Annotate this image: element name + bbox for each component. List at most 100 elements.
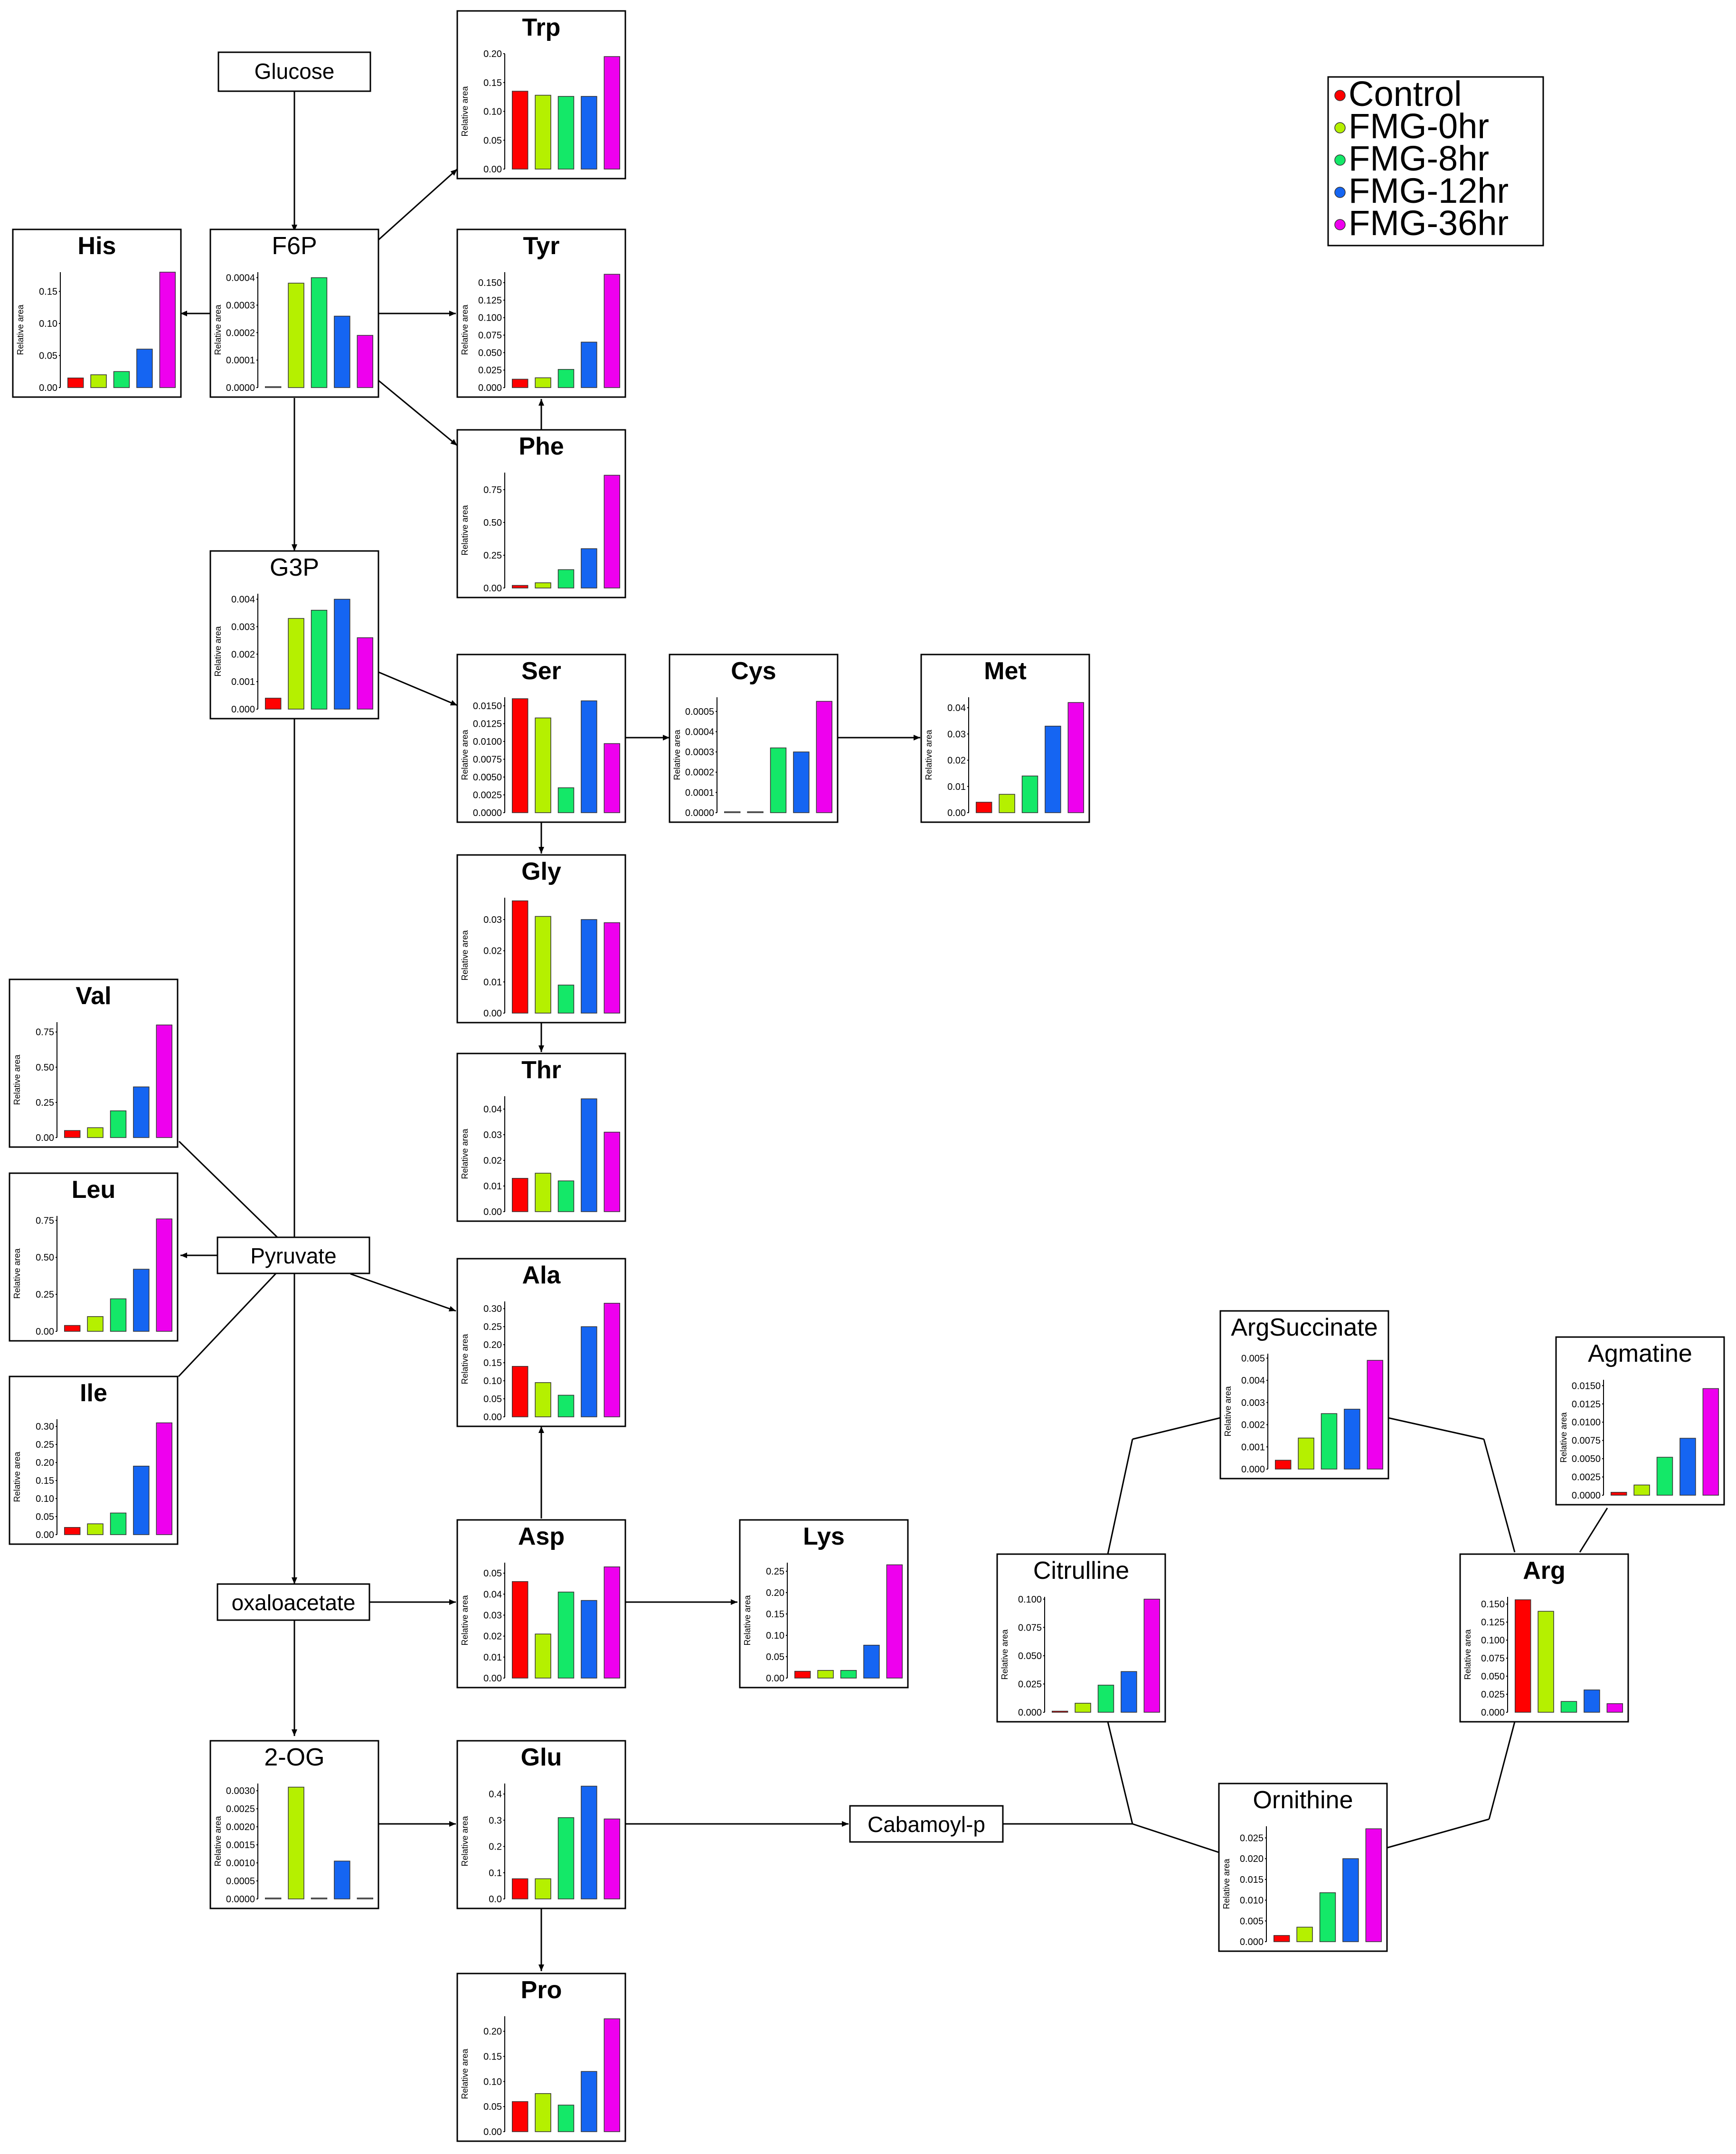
bar-fmg-0hr	[1538, 1611, 1554, 1713]
y-tick-label: 0.0075	[473, 755, 502, 765]
bar-control	[64, 1527, 81, 1535]
y-tick-label: 0.0125	[1572, 1399, 1601, 1410]
y-tick-label: 0.000	[1241, 1464, 1265, 1475]
bar-fmg-12hr	[334, 315, 350, 388]
legend-marker	[1334, 90, 1346, 101]
y-tick-label: 0.20	[36, 1458, 54, 1468]
bar-fmg-12hr	[581, 342, 597, 388]
bar-fmg-8hr	[311, 609, 328, 710]
y-tick-label: 0.0025	[226, 1804, 255, 1814]
y-axis-label: Relative area	[460, 1815, 470, 1866]
bar-fmg-0hr	[535, 1878, 551, 1899]
bar-fmg-8hr	[557, 1180, 575, 1212]
y-tick-label: 0.05	[766, 1652, 784, 1662]
panel-frame	[9, 1376, 179, 1545]
legend-box	[1327, 76, 1544, 247]
y-tick-label: 0.2	[489, 1842, 502, 1852]
bar-fmg-12hr	[581, 548, 597, 588]
bar-fmg-12hr	[581, 1600, 597, 1679]
bar-fmg-0hr	[535, 717, 551, 813]
bar-fmg-12hr	[1342, 1858, 1359, 1942]
panel-frame	[456, 1973, 626, 2142]
panel-title: Agmatine	[1588, 1340, 1692, 1367]
y-tick-label: 0.0025	[473, 790, 502, 801]
y-tick-label: 0.0001	[226, 355, 255, 366]
bar-fmg-8hr	[770, 747, 787, 813]
y-tick-label: 0.100	[1481, 1635, 1505, 1646]
bar-fmg-8hr	[557, 96, 575, 170]
bar-control	[724, 811, 741, 813]
bar-fmg-0hr	[288, 618, 304, 710]
bar-control	[64, 1325, 81, 1332]
panel-title: F6P	[272, 232, 317, 260]
y-tick-label: 0.50	[483, 518, 502, 528]
bar-control	[511, 1366, 528, 1417]
bar-fmg-12hr	[133, 1086, 150, 1138]
node-glucose: Glucose	[217, 51, 371, 92]
panel-title: Gly	[521, 858, 561, 885]
legend-label: FMG-8hr	[1349, 139, 1489, 178]
node-oxaloacetate: oxaloacetate	[217, 1583, 370, 1621]
panel-title: Glu	[521, 1744, 562, 1771]
bar-fmg-36hr	[1067, 702, 1085, 813]
bar-control	[511, 900, 528, 1014]
y-tick-label: 0.00	[483, 2127, 502, 2137]
y-tick-label: 0.0050	[473, 772, 502, 783]
panel-ile: Ile0.000.050.100.150.200.250.30Relative …	[9, 1376, 179, 1545]
y-tick-label: 0.005	[1241, 1353, 1265, 1364]
bar-fmg-0hr	[87, 1127, 104, 1138]
y-tick-label: 0.125	[1481, 1617, 1505, 1628]
y-axis-label: Relative area	[460, 1333, 470, 1384]
y-tick-label: 0.0150	[1572, 1381, 1601, 1391]
y-axis-label: Relative area	[1223, 1385, 1233, 1436]
y-tick-label: 0.75	[36, 1215, 54, 1226]
panel-title: Ser	[521, 657, 561, 685]
panel-title: 2-OG	[264, 1744, 324, 1771]
y-tick-label: 0.0125	[473, 719, 502, 730]
y-tick-label: 0.005	[1240, 1916, 1264, 1926]
legend-label: FMG-36hr	[1349, 203, 1509, 243]
bar-fmg-8hr	[557, 2105, 575, 2132]
bar-fmg-0hr	[535, 1173, 551, 1212]
y-tick-label: 0.05	[483, 135, 502, 146]
y-tick-label: 0.0000	[226, 1894, 255, 1905]
bar-fmg-36hr	[604, 474, 621, 588]
bar-fmg-8hr	[557, 1395, 575, 1417]
bar-fmg-0hr	[535, 377, 551, 388]
bar-fmg-36hr	[1365, 1828, 1382, 1942]
y-tick-label: 0.00	[483, 1673, 502, 1684]
panel-frame	[9, 1172, 179, 1342]
panel-cys: Cys0.00000.00010.00020.00030.00040.0005R…	[669, 654, 839, 823]
panel-frame	[456, 228, 626, 398]
y-tick-label: 0.025	[1018, 1679, 1042, 1689]
y-tick-label: 0.0025	[1572, 1472, 1601, 1483]
panel-frame	[1555, 1336, 1725, 1506]
bar-fmg-12hr	[136, 349, 153, 388]
bar-fmg-8hr	[113, 371, 130, 388]
y-axis-label: Relative area	[672, 729, 682, 780]
bar-fmg-36hr	[604, 1566, 621, 1679]
y-tick-label: 0.05	[483, 2102, 502, 2112]
y-tick-label: 0.050	[1018, 1651, 1042, 1661]
panel-title: Lys	[803, 1523, 845, 1550]
node-oxaloacetate-label: oxaloacetate	[232, 1590, 356, 1615]
y-tick-label: 0.0004	[226, 273, 255, 284]
bar-control	[264, 386, 282, 388]
bar-fmg-12hr	[1584, 1689, 1600, 1713]
y-tick-label: 0.20	[766, 1588, 784, 1598]
y-tick-label: 0.10	[36, 1494, 54, 1504]
bar-fmg-8hr	[110, 1512, 127, 1535]
y-tick-label: 0.01	[483, 1652, 502, 1663]
panel-tyr: Tyr0.0000.0250.0500.0750.1000.1250.150Re…	[456, 228, 626, 398]
node-pyruvate-label: Pyruvate	[250, 1243, 337, 1268]
bar-fmg-36hr	[816, 701, 833, 813]
y-tick-label: 0.000	[231, 704, 255, 715]
y-tick-label: 0.30	[483, 1304, 502, 1314]
